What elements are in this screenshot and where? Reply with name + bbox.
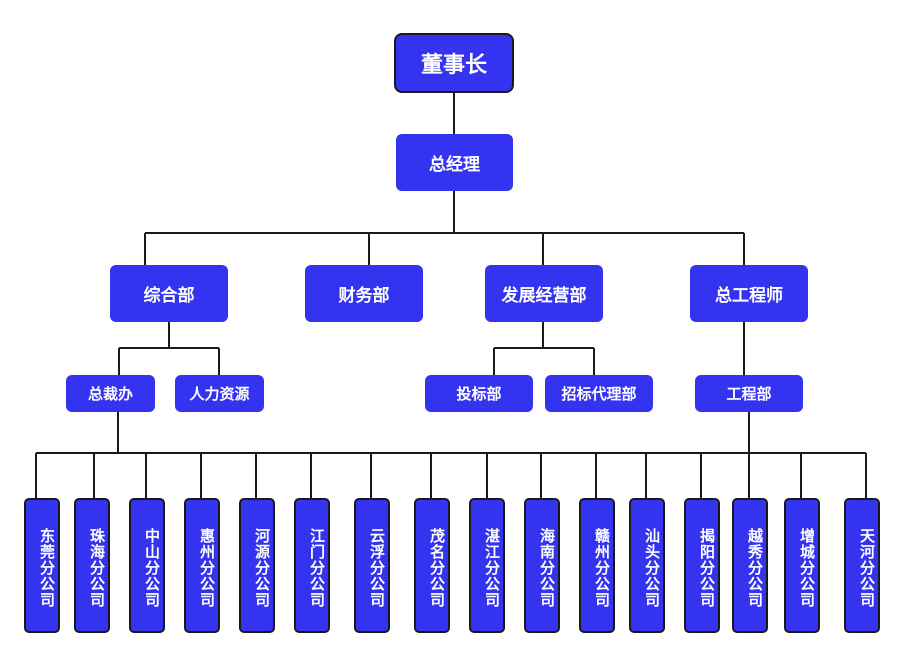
subdept-bidding: 投标部 [425, 375, 533, 412]
branch-zhanjiang: 湛江分公司 [469, 498, 505, 633]
branch-ganzhou: 赣州分公司 [579, 498, 615, 633]
chairman-node: 董事长 [394, 33, 514, 93]
dept-general-affairs: 综合部 [110, 265, 228, 322]
subdept-human-resources: 人力资源 [175, 375, 264, 412]
branch-shantou: 汕头分公司 [629, 498, 665, 633]
branch-yunfu: 云浮分公司 [354, 498, 390, 633]
branch-maoming: 茂名分公司 [414, 498, 450, 633]
subdept-engineering: 工程部 [695, 375, 803, 412]
branch-jieyang: 揭阳分公司 [684, 498, 720, 633]
dept-development: 发展经营部 [485, 265, 603, 322]
branch-yuexiu: 越秀分公司 [732, 498, 768, 633]
branch-zhuhai: 珠海分公司 [74, 498, 110, 633]
dept-finance: 财务部 [305, 265, 423, 322]
branch-zhongshan: 中山分公司 [129, 498, 165, 633]
general-manager-node: 总经理 [396, 134, 513, 191]
branch-hainan: 海南分公司 [524, 498, 560, 633]
dept-chief-engineer: 总工程师 [690, 265, 808, 322]
branch-heyuan: 河源分公司 [239, 498, 275, 633]
branch-dongguan: 东莞分公司 [24, 498, 60, 633]
branch-jiangmen: 江门分公司 [294, 498, 330, 633]
branch-huizhou: 惠州分公司 [184, 498, 220, 633]
subdept-bid-agency: 招标代理部 [545, 375, 653, 412]
subdept-president-office: 总裁办 [66, 375, 155, 412]
branch-tianhe: 天河分公司 [844, 498, 880, 633]
branch-zengcheng: 增城分公司 [784, 498, 820, 633]
